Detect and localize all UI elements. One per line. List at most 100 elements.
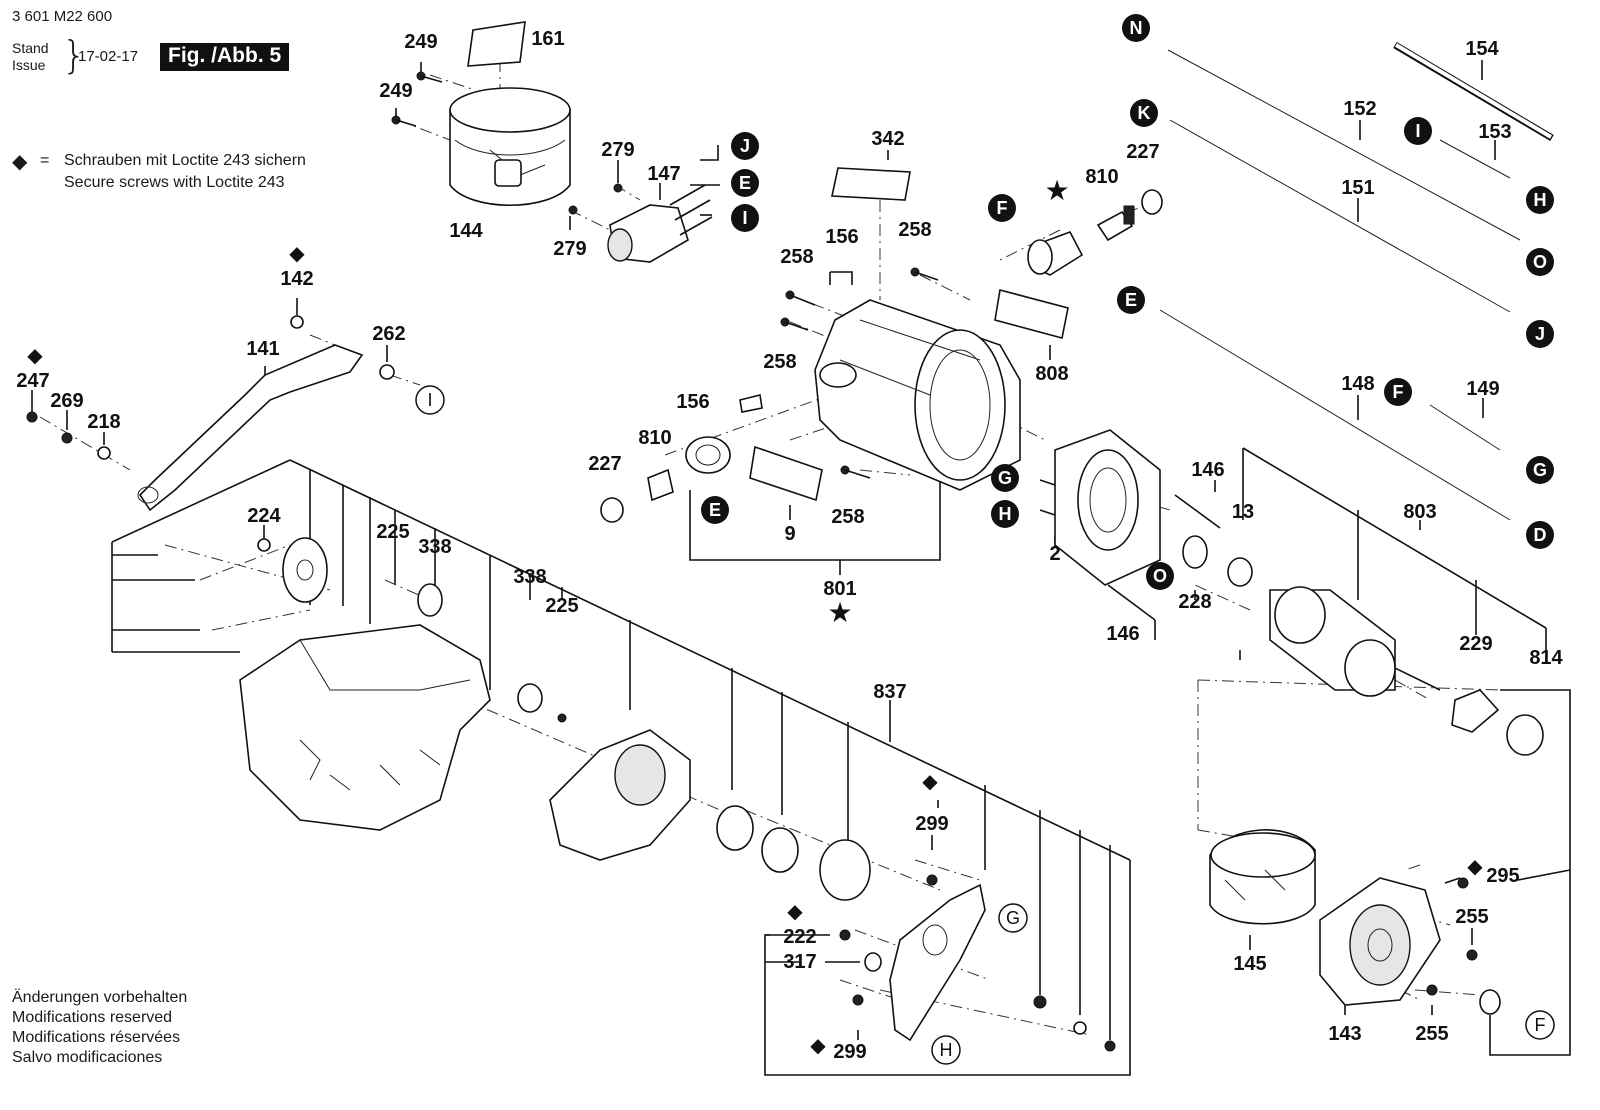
brush-cap-shape <box>1479 989 1501 1015</box>
label-9-shape <box>749 445 823 502</box>
svg-text:O: O <box>1153 566 1167 586</box>
symbols: ★ ★ ◆ ◆ ◆ ◆ ◆ ◆ <box>27 174 1483 1057</box>
connector-G-cable: G <box>1526 456 1554 484</box>
part-number-228: 228 <box>1178 591 1211 613</box>
cable-148-shape <box>1159 309 1511 521</box>
screw-142-shape <box>290 315 304 329</box>
connector-G-stator: G <box>991 464 1019 492</box>
footer-line-fr: Modifications réservées <box>12 1029 181 1046</box>
part-number-227-left: 227 <box>588 453 621 475</box>
cable-151-shape <box>1169 119 1511 313</box>
part-number-227-top: 227 <box>1126 141 1159 163</box>
part-number-147: 147 <box>647 163 680 185</box>
screw-258-b-shape <box>780 317 809 331</box>
bearing-228-shape <box>1182 535 1208 569</box>
note-line-de: Schrauben mit Loctite 243 sichern <box>64 152 306 169</box>
screw-249-bottom-shape <box>391 115 417 127</box>
part-number-146-top: 146 <box>1191 459 1224 481</box>
bearing-814-shape <box>1506 714 1544 756</box>
bearing-ring-shape <box>716 805 754 851</box>
blade-guard-shape <box>239 624 491 831</box>
svg-text:E: E <box>709 500 721 520</box>
part-number-837: 837 <box>873 681 906 703</box>
svg-text:F: F <box>1535 1015 1546 1035</box>
svg-text:J: J <box>1535 324 1545 344</box>
part-number-258-a: 258 <box>780 246 813 268</box>
part-number-262: 262 <box>372 323 405 345</box>
cap-227-top-shape <box>1141 189 1163 215</box>
bearing-13-shape <box>1227 557 1253 587</box>
switch-147-shape <box>607 184 713 263</box>
connector-I-cable: I <box>1404 117 1432 145</box>
connector-D-cable: D <box>1526 521 1554 549</box>
leader-lines <box>31 36 1571 1076</box>
part-number-801: 801 <box>823 578 856 600</box>
svg-text:E: E <box>739 173 751 193</box>
part-number-149: 149 <box>1466 378 1499 400</box>
connector-E-cable: E <box>1117 286 1145 314</box>
screw-295-shape <box>1457 877 1469 889</box>
part-number-255-bottom: 255 <box>1415 1023 1448 1045</box>
motor-housing-801-shape <box>814 299 1021 491</box>
clip-156-top-shape <box>829 271 853 285</box>
connector-F-cover: F <box>1525 1010 1555 1040</box>
svg-text:H: H <box>1534 190 1547 210</box>
part-number-258-d: 258 <box>831 506 864 528</box>
part-number-142: 142 <box>280 268 313 290</box>
svg-text:N: N <box>1130 18 1143 38</box>
part-drawings <box>26 21 1554 1052</box>
diamond-247-icon: ◆ <box>27 343 43 367</box>
washer-225-shape <box>557 713 567 723</box>
diamond-299-bottom-icon: ◆ <box>810 1033 826 1057</box>
part-number-249-top: 249 <box>404 31 437 53</box>
part-number-2: 2 <box>1049 543 1060 565</box>
part-number-145: 145 <box>1233 953 1266 975</box>
svg-text:F: F <box>997 198 1008 218</box>
connector-O-cable: O <box>1526 248 1554 276</box>
washer-224-shape <box>257 538 271 552</box>
clip-156-bottom-shape <box>739 394 763 413</box>
part-number-810-left: 810 <box>638 427 671 449</box>
part-number-144: 144 <box>449 220 483 242</box>
svg-text:G: G <box>1006 908 1020 928</box>
svg-text:I: I <box>1415 121 1420 141</box>
stand-issue-label: Stand Issue <box>12 40 49 74</box>
issue-label: Issue <box>12 57 46 73</box>
svg-text:G: G <box>998 468 1012 488</box>
connector-N: N <box>1122 14 1150 42</box>
part-number-255-top: 255 <box>1455 906 1488 928</box>
guard-cover-shape <box>549 729 691 861</box>
svg-text:I: I <box>742 208 747 228</box>
part-number-222: 222 <box>783 926 816 948</box>
part-number-258-b: 258 <box>763 351 796 373</box>
part-number-143: 143 <box>1328 1023 1361 1045</box>
svg-text:E: E <box>1125 290 1137 310</box>
part-number-338-bottom: 338 <box>513 566 546 588</box>
diamond-299-top-icon: ◆ <box>922 769 938 793</box>
connector-F-brush: F <box>988 194 1016 222</box>
svg-text:K: K <box>1138 103 1151 123</box>
connector-markers: J E I F E N K I H O J E F G D G H O I G … <box>415 14 1555 1065</box>
screw-258-a-shape <box>785 290 816 306</box>
connector-F-cable: F <box>1384 378 1412 406</box>
connector-O-stator: O <box>1146 562 1174 590</box>
screw-249-top-shape <box>416 71 443 83</box>
loctite-diamond-icon: ◆ <box>12 149 28 173</box>
washer-262-shape <box>379 364 395 380</box>
screw-258-c-shape <box>910 267 939 281</box>
issue-date: 17-02-17 <box>78 48 139 65</box>
svg-text:H: H <box>940 1040 953 1060</box>
screw-255-bottom-shape <box>1426 984 1438 996</box>
note-line-en: Secure screws with Loctite 243 <box>64 174 285 191</box>
part-number-152: 152 <box>1343 98 1376 120</box>
screw-279-bottom-shape <box>568 205 578 215</box>
spring-shape <box>761 827 799 873</box>
part-number-338-top: 338 <box>418 536 451 558</box>
screw-247-shape <box>26 411 38 423</box>
brush-holder-810-top-shape <box>1096 205 1135 242</box>
label-808-shape <box>994 289 1069 339</box>
part-number-151: 151 <box>1341 177 1374 199</box>
part-number-161: 161 <box>531 28 564 50</box>
nut-lower-a-shape <box>1033 995 1047 1009</box>
